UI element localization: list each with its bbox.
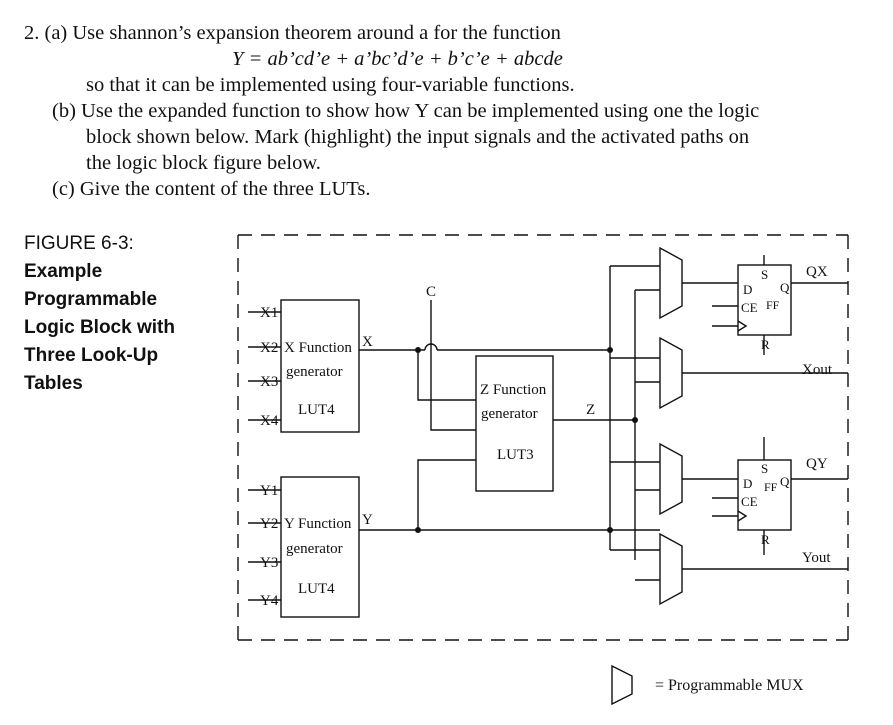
lut-z-box xyxy=(475,355,554,492)
caption-line-1: Example xyxy=(24,261,103,282)
x-input-wires xyxy=(248,311,281,421)
caption-line-5: Tables xyxy=(24,373,83,394)
y-input-wires xyxy=(248,489,281,601)
lut-z-output: Z xyxy=(586,402,595,418)
y2-label: Y2 xyxy=(260,516,278,532)
mux-3 xyxy=(659,442,683,516)
x1-label: X1 xyxy=(260,305,278,321)
ff-top-ff: FF xyxy=(766,298,780,312)
lut-y-line2: generator xyxy=(286,541,343,557)
y4-label: Y4 xyxy=(260,593,279,609)
x3-label: X3 xyxy=(260,374,278,390)
equation: Y = ab’cd’e + a’bc’d’e + b’c’e + abcde xyxy=(232,48,563,70)
ff-top-d: D xyxy=(743,282,752,297)
lut-y-line1: Y Function xyxy=(284,516,352,532)
ff-bottom-q: Q xyxy=(780,474,790,489)
caption-line-4: Three Look-Up xyxy=(24,345,159,366)
output-qx: QX xyxy=(806,264,828,280)
ff-bottom-ce: CE xyxy=(741,494,758,509)
mux-bottom-outputs xyxy=(682,478,848,570)
ff-top-ce: CE xyxy=(741,300,758,315)
figure-caption: FIGURE 6-3: Example Programmable Logic B… xyxy=(24,230,175,398)
ff-top-r: R xyxy=(761,337,770,352)
clk-triangles xyxy=(737,320,748,522)
ce-wires xyxy=(712,305,738,499)
ff-top-s: S xyxy=(761,267,768,282)
lut-x-line1: X Function xyxy=(284,340,352,356)
lut-x-box xyxy=(280,299,360,433)
mux-bottom-inputs xyxy=(610,461,660,581)
legend-mux-icon xyxy=(611,664,633,706)
lut-y-line3: LUT4 xyxy=(298,581,335,597)
clk-wires xyxy=(712,325,738,517)
ff-bottom-r: R xyxy=(761,532,770,547)
c-label: C xyxy=(426,284,436,300)
question-line-7: (c) Give the content of the three LUTs. xyxy=(52,178,371,200)
mux-top-inputs xyxy=(610,265,660,383)
y1-label: Y1 xyxy=(260,483,278,499)
y3-label: Y3 xyxy=(260,555,278,571)
lut-y-box xyxy=(280,476,360,618)
c-input-wire xyxy=(430,300,476,431)
lut-x-output: X xyxy=(362,334,373,350)
lut-x-line2: generator xyxy=(286,364,343,380)
question-line-3: so that it can be implemented using four… xyxy=(86,74,575,96)
output-xout: Xout xyxy=(802,362,833,378)
lut-y-output: Y xyxy=(362,512,373,528)
ff-bottom-s: S xyxy=(761,461,768,476)
figure-label: FIGURE 6-3: xyxy=(24,233,134,254)
caption-line-3: Logic Block with xyxy=(24,317,175,338)
mux-2 xyxy=(659,336,683,410)
ff-bottom-d: D xyxy=(743,476,752,491)
x-to-lut-z xyxy=(417,350,476,401)
ff-top-q: Q xyxy=(780,280,790,295)
question-line-1: 2. (a) Use shannon’s expansion theorem a… xyxy=(24,22,561,44)
mux-4 xyxy=(659,532,683,606)
y-to-lut-z xyxy=(417,459,476,530)
x2-label: X2 xyxy=(260,340,278,356)
mux-top-outputs xyxy=(682,282,848,374)
ff-outputs xyxy=(791,282,848,480)
question-line-5: block shown below. Mark (highlight) the … xyxy=(86,126,750,148)
ff-bottom-ff: FF xyxy=(764,480,778,494)
lut-x-line3: LUT4 xyxy=(298,402,335,418)
lut-z-line3: LUT3 xyxy=(497,447,534,463)
x4-label: X4 xyxy=(260,413,279,429)
legend-label: = Programmable MUX xyxy=(655,677,804,694)
mux-1 xyxy=(659,246,683,320)
lut-z-line1: Z Function xyxy=(480,382,547,398)
question-line-4: (b) Use the expanded function to show ho… xyxy=(52,100,760,122)
lut-z-line2: generator xyxy=(481,406,538,422)
output-yout: Yout xyxy=(802,550,831,566)
question-line-6: the logic block figure below. xyxy=(86,152,321,174)
caption-line-2: Programmable xyxy=(24,289,158,310)
output-qy: QY xyxy=(806,456,828,472)
